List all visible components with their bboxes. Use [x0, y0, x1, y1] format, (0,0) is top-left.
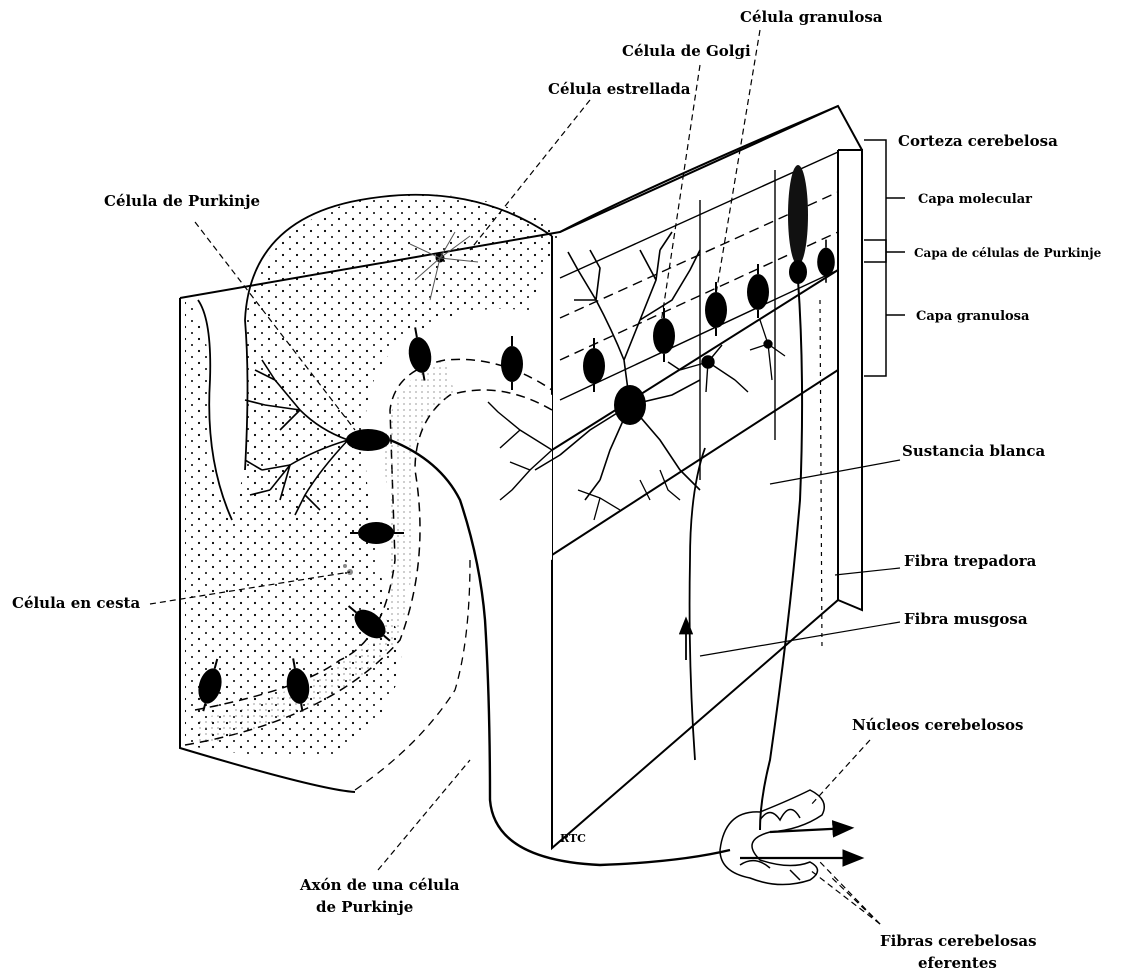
label-sustancia-blanca: Sustancia blanca	[902, 442, 1045, 460]
label-corteza-cerebelosa: Corteza cerebelosa	[898, 132, 1058, 150]
label-celula-estrellada: Célula estrellada	[548, 80, 691, 98]
dendrite-branches-bottom	[578, 470, 680, 520]
block-right-side	[838, 150, 862, 610]
label-fibras-line1: Fibras cerebelosas	[880, 932, 1037, 950]
label-nucleos-cerebelosos: Núcleos cerebelosos	[852, 716, 1023, 734]
label-celula-en-cesta: Célula en cesta	[12, 594, 140, 612]
label-capa-celulas-purkinje: Capa de células de Purkinje	[914, 246, 1102, 260]
label-capa-granulosa: Capa granulosa	[916, 309, 1030, 324]
label-fibra-trepadora: Fibra trepadora	[904, 552, 1037, 570]
label-axon-line2: de Purkinje	[316, 898, 413, 916]
folium	[185, 194, 560, 792]
purkinje-bracket	[864, 240, 886, 262]
label-celula-golgi: Célula de Golgi	[622, 42, 751, 60]
white-matter-boundary	[552, 370, 838, 555]
efferent-arrow-3	[790, 870, 800, 880]
mossy-fiber	[686, 448, 705, 760]
labels: Célula granulosa Célula de Golgi Célula …	[12, 8, 1102, 972]
layer-brackets	[864, 140, 905, 376]
climbing-fiber-column	[760, 165, 822, 830]
granule-cell-front	[750, 320, 785, 380]
label-celula-granulosa: Célula granulosa	[740, 8, 883, 26]
label-axon-line1: Axón de una célula	[299, 876, 460, 894]
corteza-bracket	[864, 140, 886, 376]
label-fibra-musgosa: Fibra musgosa	[904, 610, 1028, 628]
label-celula-purkinje: Célula de Purkinje	[104, 192, 260, 210]
label-fibras-line2: eferentes	[918, 954, 997, 972]
artist-signature: RTC	[560, 832, 586, 845]
label-capa-molecular: Capa molecular	[918, 192, 1032, 207]
cerebellar-nuclei	[720, 790, 860, 885]
